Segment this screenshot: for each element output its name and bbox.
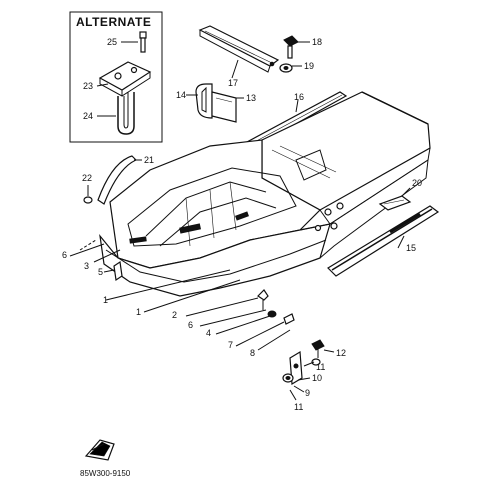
callout-23: 23: [83, 81, 93, 91]
callout-4: 4: [206, 328, 211, 338]
part-screw-4: [267, 310, 277, 318]
leader-lines: [69, 243, 335, 401]
part-rivet-2: [257, 289, 269, 310]
callout-11-lower: 11: [294, 402, 303, 412]
part-bolt-12: [311, 339, 325, 358]
callout-1b: 1: [136, 307, 141, 317]
callout-19: 19: [304, 61, 314, 71]
inset-title: ALTERNATE: [76, 15, 151, 29]
part-bolt-25: [139, 31, 147, 53]
callout-2: 2: [172, 310, 177, 320]
part-bolt-18: [283, 35, 299, 59]
callout-16: 16: [294, 92, 304, 102]
callout-20: 20: [412, 178, 422, 188]
part-decal-20: [378, 195, 412, 211]
part-plate-13: [211, 91, 237, 123]
diagram-code: 85W300-9150: [80, 469, 131, 478]
callout-6-left: 6: [62, 250, 67, 260]
part-nut-19: [279, 63, 293, 73]
callout-10: 10: [312, 373, 322, 383]
part-bracket-23: [98, 61, 152, 97]
part-clip-5: [113, 260, 123, 282]
callout-7: 7: [228, 340, 233, 350]
callout-3: 3: [84, 261, 89, 271]
callout-11-upper: 11: [316, 362, 325, 372]
callout-8: 8: [250, 348, 255, 358]
part-u-bolt-24: [117, 92, 135, 135]
callout-25: 25: [107, 37, 117, 47]
callout-22: 22: [82, 173, 92, 183]
part-washer-9: [282, 373, 294, 383]
part-handle-14: [195, 83, 213, 119]
callout-1: 1: [103, 295, 108, 305]
part-screw-7: [283, 313, 295, 325]
part-emblem-15: [327, 205, 440, 277]
callout-18: 18: [312, 37, 322, 47]
inset-frame: [69, 11, 163, 143]
alternate-inset: ALTERNATE 25 23 24: [69, 11, 163, 143]
callout-24: 24: [83, 111, 93, 121]
part-grommet-22: [83, 196, 93, 204]
callout-12: 12: [336, 348, 346, 358]
part-plate-17: [198, 25, 280, 73]
callout-9: 9: [305, 388, 310, 398]
part-nut-11: [311, 358, 321, 366]
callout-13: 13: [246, 93, 256, 103]
callout-21: 21: [144, 155, 154, 165]
main-body-frame: [79, 91, 431, 297]
callout-5: 5: [98, 267, 103, 277]
callout-15: 15: [406, 243, 416, 253]
callout-14: 14: [176, 90, 186, 100]
callout-6-right: 6: [188, 320, 193, 330]
callout-17: 17: [228, 78, 238, 88]
model-silhouette-icon: [84, 439, 115, 461]
